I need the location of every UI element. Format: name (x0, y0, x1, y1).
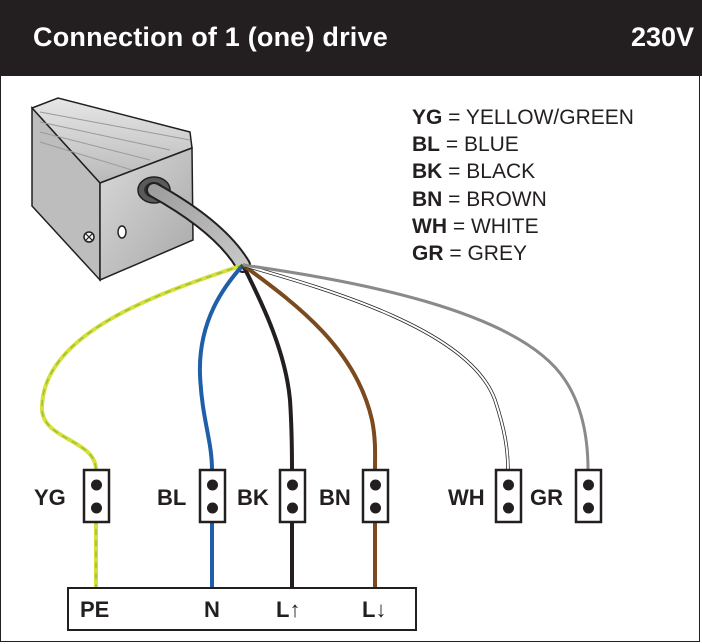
terminal-label-bk: BK (237, 485, 269, 510)
bottom-label-pe: PE (80, 597, 110, 622)
voltage-label: 230V (630, 22, 694, 52)
terminal-wh (494, 468, 523, 524)
bottom-label-n: N (204, 597, 220, 622)
header-bar: Connection of 1 (one) drive 230V (0, 0, 702, 76)
color-legend: YG = YELLOW/GREEN BL = BLUE BK = BLACK B… (412, 104, 634, 267)
wire-wh (242, 263, 510, 471)
supply-connection-block (67, 587, 417, 631)
legend-row-bn: BN = BROWN (412, 187, 547, 211)
legend-row-yg: YG = YELLOW/GREEN (412, 106, 634, 129)
terminal-bl (198, 468, 227, 524)
wire-bk (241, 264, 294, 588)
legend-row-wh: WH = WHITE (412, 214, 539, 238)
wire-yg (39, 263, 244, 588)
terminal-label-yg: YG (34, 485, 66, 510)
bottom-label-l-up: L↑ (276, 597, 301, 622)
terminal-label-gr: GR (530, 485, 563, 510)
wire-bl (197, 263, 245, 588)
legend-row-bl: BL = BLUE (412, 133, 519, 157)
page-title: Connection of 1 (one) drive (33, 22, 388, 52)
terminal-label-wh: WH (448, 485, 485, 510)
wire-gr (242, 263, 590, 471)
terminal-bn (361, 468, 390, 524)
wire-bn (241, 263, 378, 588)
bottom-label-l-down: L↓ (362, 597, 387, 622)
terminal-label-bn: BN (319, 485, 351, 510)
motor-drive-icon (30, 97, 194, 282)
legend-row-gr: GR = GREY (412, 242, 527, 266)
terminal-gr (574, 468, 603, 524)
terminal-bk (278, 468, 307, 524)
terminal-label-bl: BL (157, 485, 187, 510)
terminal-yg (82, 468, 111, 524)
legend-row-bk: BK = BLACK (412, 160, 536, 184)
